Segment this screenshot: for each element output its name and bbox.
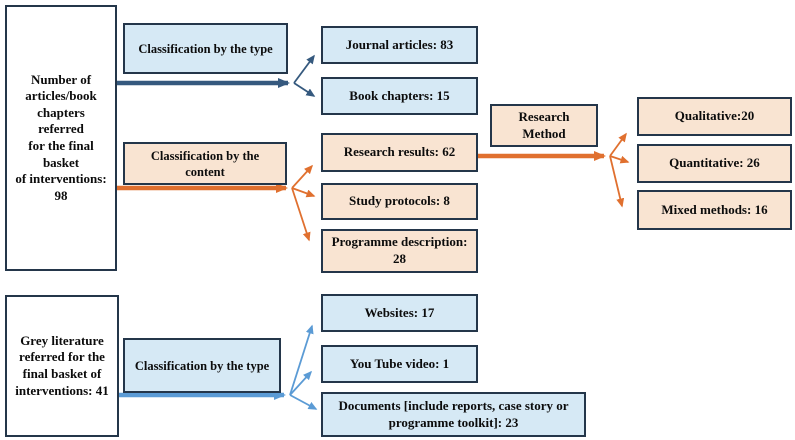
- classifier-research-method-box: Research Method: [490, 104, 598, 147]
- arrow-method-mixed: [609, 155, 625, 208]
- result-qualitative-box: Qualitative:20: [637, 97, 792, 136]
- result-research-results-box: Research results: 62: [321, 133, 478, 172]
- arrow-grey-youtube: [289, 370, 313, 396]
- result-documents-box: Documents [include reports, case story o…: [321, 392, 586, 437]
- result-mixed-methods-box: Mixed methods: 16: [637, 190, 792, 230]
- arrow-content-protocols: [291, 187, 316, 198]
- classifier-by-type-top-box: Classification by the type: [123, 23, 288, 74]
- arrow-method-quantitative: [609, 155, 630, 164]
- arrow-grey-websites: [289, 324, 314, 396]
- arrow-type-book: [293, 82, 316, 97]
- result-quantitative-box: Quantitative: 26: [637, 144, 792, 183]
- source-articles-box: Number of articles/book chapters referre…: [5, 5, 117, 271]
- arrow-type-journal: [293, 54, 315, 84]
- arrow-method-qualitative: [609, 132, 627, 157]
- result-youtube-video-box: You Tube video: 1: [321, 345, 478, 383]
- result-book-chapters-box: Book chapters: 15: [321, 77, 478, 115]
- classifier-by-type-bottom-box: Classification by the type: [123, 338, 281, 393]
- result-study-protocols-box: Study protocols: 8: [321, 183, 478, 220]
- source-grey-literature-box: Grey literature referred for the final b…: [5, 295, 119, 437]
- arrow-content-results: [291, 164, 314, 189]
- result-websites-box: Websites: 17: [321, 294, 478, 332]
- result-programme-description-box: Programme description: 28: [321, 229, 478, 273]
- arrow-grey-documents: [289, 394, 318, 410]
- classifier-by-content-box: Classification by the content: [123, 142, 287, 185]
- result-journal-articles-box: Journal articles: 83: [321, 26, 478, 64]
- arrow-content-programme: [291, 187, 311, 242]
